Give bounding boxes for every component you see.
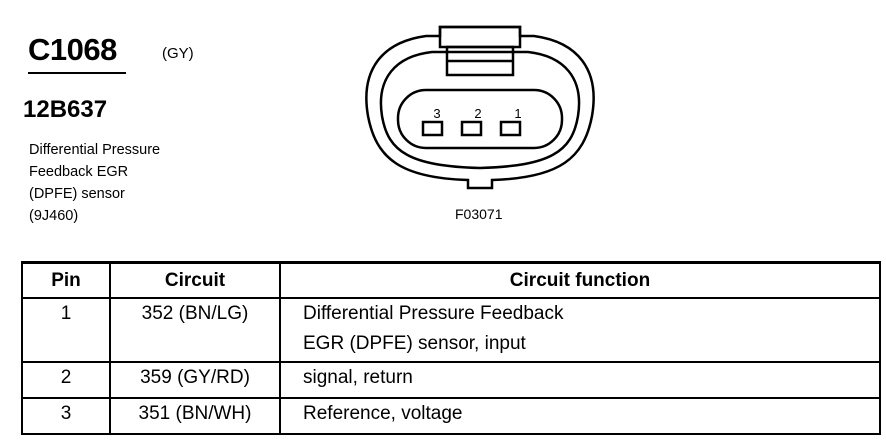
pin-label: 2 xyxy=(474,106,481,121)
table-row: 2 359 (GY/RD) signal, return xyxy=(21,361,881,399)
table-header-row: Pin Circuit Circuit function xyxy=(21,261,881,299)
description-line: Differential Pressure xyxy=(29,142,161,158)
pin-label: 1 xyxy=(514,106,521,121)
connector-id: C1068 xyxy=(28,32,117,67)
description-line: Feedback EGR xyxy=(29,164,129,180)
function-text: Reference, voltage xyxy=(303,403,463,424)
pin-number: 1 xyxy=(60,303,72,324)
function-cell: Differential Pressure Feedback EGR (DPFE… xyxy=(279,297,881,363)
circuit-cell: 359 (GY/RD) xyxy=(109,361,281,399)
circuit-code: 351 (BN/WH) xyxy=(138,403,252,424)
function-text: EGR (DPFE) sensor, input xyxy=(303,333,526,354)
column-header-circuit: Circuit xyxy=(109,261,281,299)
connector-face-diagram: 3 2 1 xyxy=(365,25,595,190)
description-line: (DPFE) sensor xyxy=(29,186,125,202)
function-text: Differential Pressure Feedback xyxy=(303,303,564,324)
pin-number: 3 xyxy=(60,403,72,424)
column-header-pin: Pin xyxy=(21,261,111,299)
pin-number: 2 xyxy=(60,367,72,388)
circuit-cell: 352 (BN/LG) xyxy=(109,297,281,363)
pin-cell: 2 xyxy=(21,361,111,399)
function-cell: signal, return xyxy=(279,361,881,399)
connector-color: (GY) xyxy=(162,45,194,62)
function-text: signal, return xyxy=(303,367,413,388)
table-row: 1 352 (BN/LG) Differential Pressure Feed… xyxy=(21,297,881,363)
pin-table: Pin Circuit Circuit function 1 352 (BN/L… xyxy=(21,261,881,435)
part-number: 12B637 xyxy=(23,96,108,123)
function-cell: Reference, voltage xyxy=(279,397,881,435)
circuit-code: 359 (GY/RD) xyxy=(140,367,250,388)
pin-cell: 3 xyxy=(21,397,111,435)
column-header-function: Circuit function xyxy=(279,261,881,299)
circuit-cell: 351 (BN/WH) xyxy=(109,397,281,435)
connector-id-underline xyxy=(28,72,126,74)
pin-label: 3 xyxy=(433,106,440,121)
table-row: 3 351 (BN/WH) Reference, voltage xyxy=(21,397,881,435)
figure-id: F03071 xyxy=(455,206,503,222)
description-line: (9J460) xyxy=(29,208,79,224)
circuit-code: 352 (BN/LG) xyxy=(141,303,249,324)
pin-cell: 1 xyxy=(21,297,111,363)
